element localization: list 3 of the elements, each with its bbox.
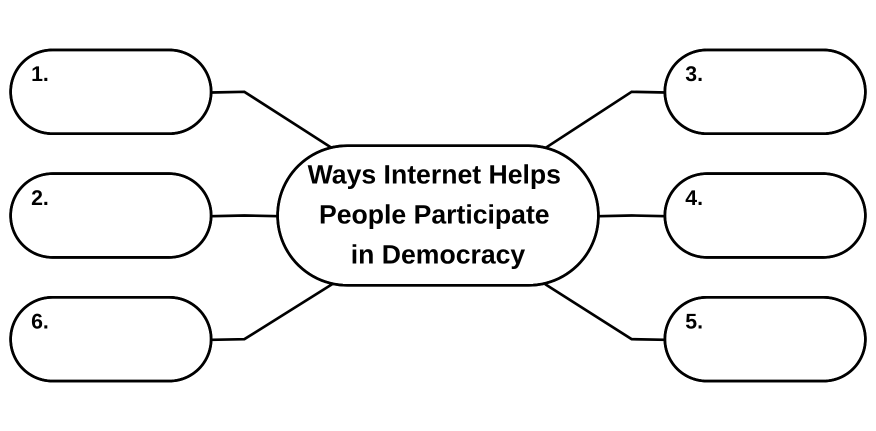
connector <box>212 283 333 342</box>
connector <box>212 90 333 150</box>
connector <box>212 214 278 218</box>
